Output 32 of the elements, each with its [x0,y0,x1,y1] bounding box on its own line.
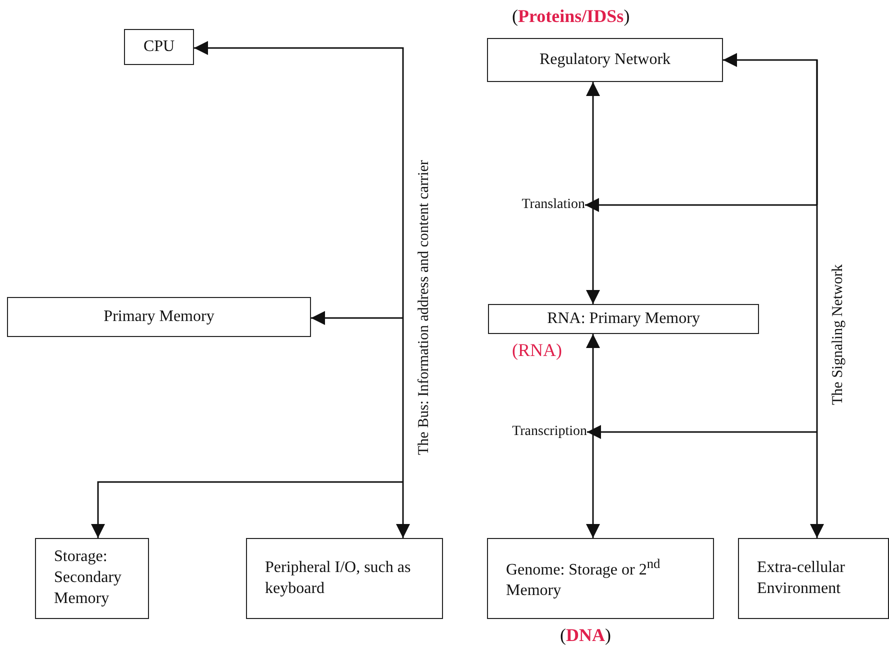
box-text: RNA: Primary Memory [546,308,701,329]
arrow [587,425,817,439]
process-box [738,538,889,619]
molecule-label: (RNA) [512,340,562,361]
arrow [91,481,403,538]
arrow [311,311,403,325]
process-label: Transcription [484,421,587,443]
molecule-label: (Proteins/IDSs) [512,6,630,27]
process-box [35,538,149,619]
arrow [810,60,824,538]
process-box [7,297,311,337]
process-box [487,538,714,619]
network-label: The Bus: Information address and content carrier [416,160,433,455]
box-text: Extra-cellular Environment [756,558,846,598]
arrow [585,198,817,212]
box-text: Regulatory Network [538,50,672,70]
network-label: The Signaling Network [830,264,847,405]
process-box [488,304,759,334]
arrow [194,41,404,482]
box-text: Storage: Secondary Memory [53,547,123,609]
process-box [124,29,194,65]
arrow [586,334,600,538]
box-text: Primary Memory [102,306,216,327]
process-label: Translation [496,194,585,216]
arrow [396,482,410,538]
arrow [586,82,600,304]
process-box [246,538,443,619]
box-text: Genome: Storage or 2$^{nd}$ Memory [505,555,662,602]
process-box [487,38,723,82]
box-text: Peripheral I/O, such as keyboard [264,558,412,598]
box-text: CPU [142,36,176,57]
molecule-label: (DNA) [560,625,611,646]
